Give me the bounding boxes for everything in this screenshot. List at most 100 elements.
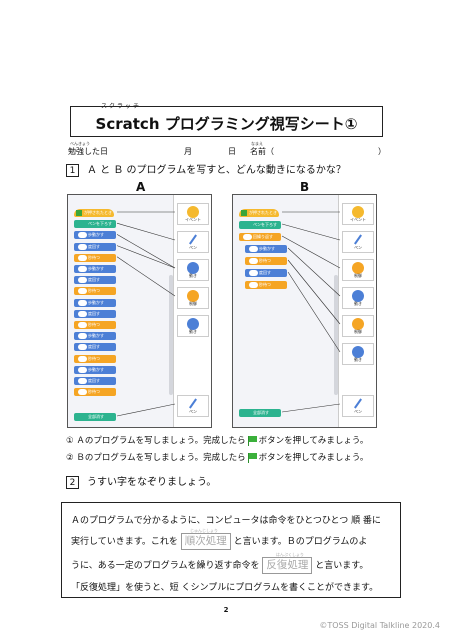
program-panel-b: が押されたときペンを下ろす回繰り返す歩動かす秒待つ度回す秒待つ全部消すイベントペ…	[232, 194, 377, 428]
code-block-move[interactable]: 度回す	[245, 269, 287, 277]
number-input[interactable]	[78, 355, 87, 362]
code-block-move[interactable]: 歩動かす	[74, 265, 116, 273]
number-input[interactable]	[78, 344, 87, 351]
palette-tile[interactable]: 動き	[342, 287, 374, 309]
summary-line-3-a: うに、ある一定のプログラムを繰り返す命令を	[71, 561, 260, 571]
code-block-ctrl[interactable]: 秒待つ	[74, 287, 116, 296]
connector-line	[116, 234, 176, 269]
question-1-number: 1	[66, 163, 79, 177]
palette-tile[interactable]: イベント	[177, 203, 209, 225]
code-block-label: 秒待つ	[88, 322, 100, 327]
number-input[interactable]	[78, 232, 87, 239]
number-input[interactable]	[78, 277, 87, 284]
question-2-number: 2	[66, 475, 79, 489]
code-block-event[interactable]: が押されたとき	[74, 209, 114, 217]
connector-line	[116, 256, 176, 297]
number-input[interactable]	[78, 389, 87, 396]
code-block-ctrl[interactable]: 秒待つ	[74, 354, 116, 363]
palette-tile-label: 動き	[189, 329, 197, 334]
code-block-move[interactable]: 歩動かす	[245, 245, 287, 253]
connector-line	[287, 247, 341, 297]
trace-box-sequential[interactable]: 順次処理	[180, 533, 231, 550]
code-block-move[interactable]: 度回す	[74, 377, 116, 385]
trace-box-repetition[interactable]: 反復処理	[262, 557, 313, 574]
palette-tile[interactable]: ペン	[177, 231, 209, 253]
code-block-ctrl[interactable]: 秒待つ	[74, 388, 116, 397]
category-dot-icon	[352, 262, 364, 274]
palette-tile[interactable]: 動き	[342, 343, 374, 365]
label-a: A	[136, 180, 146, 194]
code-block-ctrl[interactable]: 秒待つ	[74, 253, 116, 262]
number-input[interactable]	[78, 266, 87, 272]
code-block-move[interactable]: 度回す	[74, 309, 116, 318]
summary-line-4: 「反復処理」を使うと、短 くシンプルにプログラムを書くことができます。	[71, 583, 379, 593]
code-block-label: 歩動かす	[88, 366, 104, 372]
number-input[interactable]	[78, 378, 87, 384]
summary-line-2-a: 実行していきます。これを	[71, 537, 178, 547]
code-block-move[interactable]: 度回す	[74, 343, 116, 352]
number-input[interactable]	[243, 234, 252, 240]
category-dot-icon	[352, 206, 364, 218]
category-dot-icon	[352, 290, 364, 302]
number-input[interactable]	[249, 270, 258, 276]
number-input[interactable]	[249, 258, 258, 264]
code-block-label: 秒待つ	[259, 258, 271, 263]
code-block-label: 歩動かす	[88, 299, 104, 305]
code-block-move[interactable]: 歩動かす	[74, 231, 116, 240]
code-block-pen[interactable]: 全部消す	[239, 409, 281, 417]
number-input[interactable]	[78, 322, 87, 328]
number-input[interactable]	[78, 366, 87, 373]
palette-tile[interactable]: ペン	[342, 231, 374, 253]
code-block-pen[interactable]: ペンを下ろす	[74, 220, 116, 229]
palette-tile[interactable]: 動き	[177, 315, 209, 337]
code-block-label: 度回す	[88, 378, 100, 383]
number-input[interactable]	[78, 333, 87, 340]
instruction-1: ① Ａのプログラムを写しましょう。完成したらボタンを押してみましょう。	[66, 434, 368, 446]
palette-tile[interactable]: 制御	[342, 259, 374, 281]
code-block-ctrl[interactable]: 秒待つ	[245, 281, 287, 289]
code-block-label: 秒待つ	[259, 282, 271, 287]
palette-tile-label: ペン	[189, 409, 197, 414]
code-block-move[interactable]: 歩動かす	[74, 298, 116, 307]
number-input[interactable]	[249, 246, 258, 252]
palette-tile[interactable]: イベント	[342, 203, 374, 225]
palette-tile-label: 動き	[354, 301, 362, 306]
palette-tile[interactable]: ペン	[177, 395, 209, 417]
pen-icon	[187, 398, 199, 410]
palette-tile[interactable]: 制御	[342, 315, 374, 337]
category-dot-icon	[352, 346, 364, 358]
copyright: ©TOSS Digital Talkline 2020.4	[319, 621, 440, 630]
palette-tile[interactable]: 制御	[177, 287, 209, 309]
pen-icon	[187, 234, 199, 246]
code-block-ctrl[interactable]: 回繰り返す	[239, 233, 281, 241]
code-block-label: 歩動かす	[88, 232, 104, 238]
number-input[interactable]	[78, 288, 87, 295]
palette-tile-label: 動き	[189, 273, 197, 278]
code-block-move[interactable]: 歩動かす	[74, 365, 116, 374]
program-panel-a: が押されたときペンを下ろす歩動かす度回す秒待つ歩動かす度回す秒待つ歩動かす度回す…	[67, 194, 212, 428]
scrollbar-b[interactable]	[334, 275, 338, 395]
palette-tile-label: 動き	[354, 357, 362, 362]
pen-icon	[352, 398, 364, 410]
name-label: 名前（	[250, 147, 274, 156]
number-input[interactable]	[78, 243, 87, 250]
code-block-move[interactable]: 歩動かす	[74, 332, 116, 341]
number-input[interactable]	[78, 299, 87, 306]
scrollbar-a[interactable]	[169, 275, 173, 395]
code-block-move[interactable]: 度回す	[74, 242, 116, 251]
number-input[interactable]	[249, 282, 258, 288]
code-block-move[interactable]: 度回す	[74, 276, 116, 285]
code-block-ctrl[interactable]: 秒待つ	[245, 257, 287, 265]
code-block-pen[interactable]: ペンを下ろす	[239, 221, 281, 229]
palette-tile[interactable]: 動き	[177, 259, 209, 281]
code-block-pen[interactable]: 全部消す	[74, 413, 116, 421]
code-block-label: 秒待つ	[88, 288, 100, 294]
palette-tile[interactable]: ペン	[342, 395, 374, 417]
code-block-ctrl[interactable]: 秒待つ	[74, 321, 116, 329]
code-block-event[interactable]: が押されたとき	[239, 209, 279, 217]
page-number: 2	[223, 606, 229, 614]
number-input[interactable]	[78, 254, 87, 261]
number-input[interactable]	[78, 310, 87, 317]
code-block-label: ペンを下ろす	[253, 222, 277, 227]
